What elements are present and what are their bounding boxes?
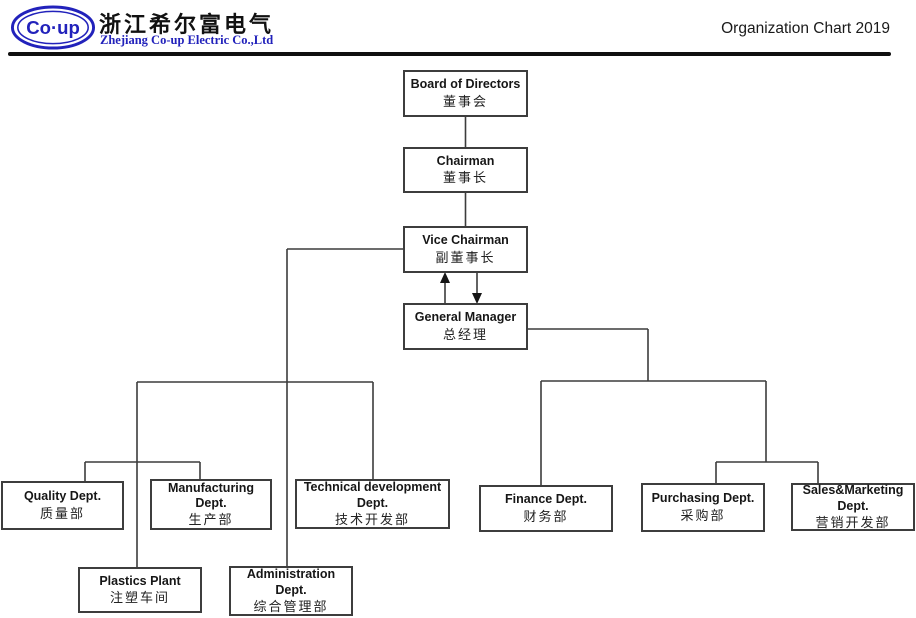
node-label-zh: 生产部 xyxy=(188,512,234,528)
header-divider xyxy=(8,52,891,56)
node-label-en: Technical development Dept. xyxy=(303,480,442,510)
node-label-en: Sales&Marketing Dept. xyxy=(802,483,904,513)
logo-outer-oval xyxy=(10,5,96,50)
node-label-en: Purchasing Dept. xyxy=(651,491,755,506)
org-node-manufacturing-dept: Manufacturing Dept. 生产部 xyxy=(150,479,272,530)
node-label-en: Administration Dept. xyxy=(246,567,336,597)
company-name-en: Zhejiang Co-up Electric Co.,Ltd xyxy=(100,33,274,47)
logo-text: Co·up xyxy=(26,17,80,38)
node-label-en: General Manager xyxy=(414,310,517,325)
org-node-purchasing-dept: Purchasing Dept. 采购部 xyxy=(641,483,765,532)
org-node-board-of-directors: Board of Directors 董事会 xyxy=(403,70,528,117)
org-node-finance-dept: Finance Dept. 财务部 xyxy=(479,485,613,532)
org-node-chairman: Chairman 董事长 xyxy=(403,147,528,193)
org-node-quality-dept: Quality Dept. 质量部 xyxy=(1,481,124,530)
coup-logo: Co·up xyxy=(10,5,96,50)
node-label-zh: 董事会 xyxy=(442,93,488,109)
node-label-zh: 董事长 xyxy=(442,170,488,186)
node-label-en: Finance Dept. xyxy=(505,492,587,507)
node-label-en: Board of Directors xyxy=(410,77,521,92)
org-node-administration-dept: Administration Dept. 综合管理部 xyxy=(229,566,353,616)
node-label-zh: 技术开发部 xyxy=(334,511,410,527)
node-label-zh: 财务部 xyxy=(523,508,569,524)
org-node-technical-development-dept: Technical development Dept. 技术开发部 xyxy=(295,479,450,529)
flow-arrow-up-icon xyxy=(440,272,450,283)
node-label-en: Manufacturing Dept. xyxy=(167,480,255,511)
org-node-sales-marketing-dept: Sales&Marketing Dept. 营销开发部 xyxy=(791,483,915,531)
node-label-zh: 营销开发部 xyxy=(815,514,891,530)
page-title: Organization Chart 2019 xyxy=(721,20,890,37)
node-label-en: Chairman xyxy=(436,153,495,168)
company-name-zh: 浙江希尔富电气 xyxy=(99,12,275,37)
node-label-zh: 副董事长 xyxy=(435,249,496,265)
node-label-zh: 综合管理部 xyxy=(253,598,329,614)
node-label-zh: 总经理 xyxy=(442,326,488,342)
flow-arrow-down-icon xyxy=(472,293,482,304)
node-label-en: Plastics Plant xyxy=(99,573,181,588)
node-label-zh: 注塑车间 xyxy=(109,590,170,606)
org-node-plastics-plant: Plastics Plant 注塑车间 xyxy=(78,567,202,613)
logo-inner-oval xyxy=(17,10,89,45)
node-label-en: Quality Dept. xyxy=(23,489,102,504)
node-label-en: Vice Chairman xyxy=(422,233,509,248)
org-node-vice-chairman: Vice Chairman 副董事长 xyxy=(403,226,528,273)
node-label-zh: 采购部 xyxy=(680,507,726,523)
org-node-general-manager: General Manager 总经理 xyxy=(403,303,528,350)
node-label-zh: 质量部 xyxy=(39,505,85,521)
